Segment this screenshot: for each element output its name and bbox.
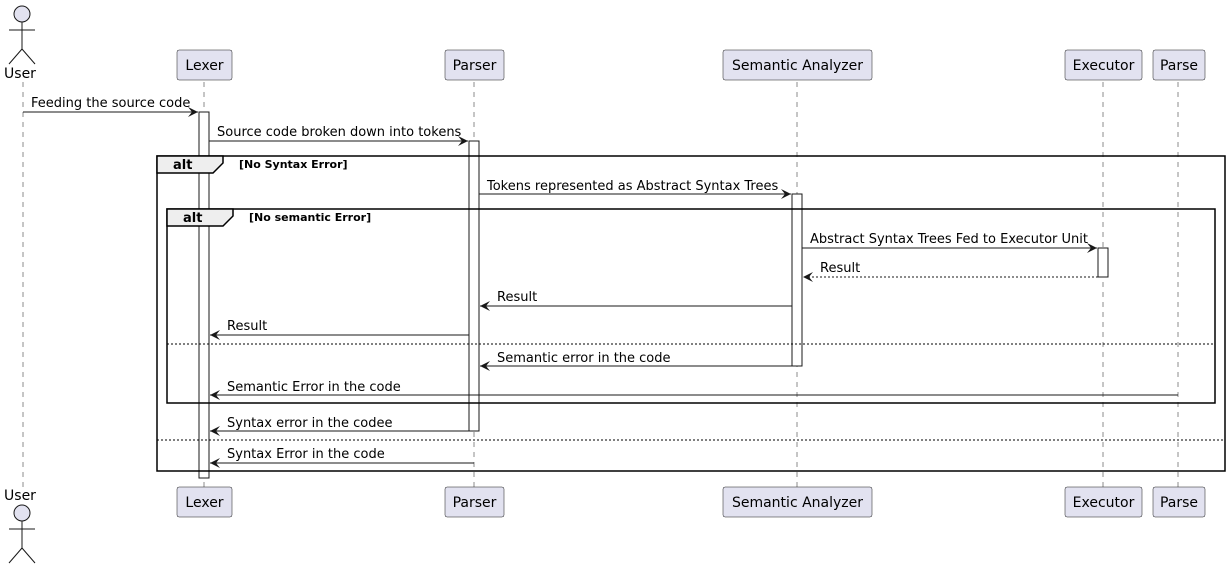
actor-user-top: User bbox=[4, 5, 36, 82]
participant-parser: Parser bbox=[444, 49, 505, 81]
participant-label: Parser bbox=[453, 58, 497, 74]
stick-figure-icon bbox=[8, 5, 36, 65]
message-labels: Feeding the source code Source code brok… bbox=[31, 96, 1088, 462]
fragment-guard: [No Syntax Error] bbox=[239, 158, 348, 171]
participant-semantic-analyzer: Semantic Analyzer bbox=[722, 49, 873, 81]
participant-label: Semantic Analyzer bbox=[732, 495, 863, 511]
message-label: Semantic Error in the code bbox=[227, 380, 401, 395]
actor-label: User bbox=[4, 66, 36, 82]
stick-figure-icon bbox=[8, 504, 36, 564]
fragment-alt-inner: alt [No semantic Error] bbox=[166, 208, 1216, 404]
message-label: Syntax error in the codee bbox=[227, 416, 392, 431]
participant-label: Semantic Analyzer bbox=[732, 58, 863, 74]
participant-label: Lexer bbox=[185, 58, 223, 74]
participant-label: Parse bbox=[1160, 58, 1198, 74]
activation-executor bbox=[1097, 247, 1109, 278]
activation-lexer bbox=[198, 111, 210, 479]
participant-label: Parser bbox=[453, 495, 497, 511]
actor-label: User bbox=[4, 488, 36, 504]
participant-label: Parse bbox=[1160, 495, 1198, 511]
participant-label: Executor bbox=[1073, 58, 1135, 74]
activation-parser bbox=[468, 140, 480, 432]
participants-bottom: Lexer Parser Semantic Analyzer Executor … bbox=[176, 486, 1206, 518]
message-label: Source code broken down into tokens bbox=[217, 125, 462, 140]
activation-semantic-analyzer bbox=[791, 193, 803, 367]
message-label: Result bbox=[497, 290, 537, 305]
message-label: Result bbox=[227, 319, 267, 334]
participant-parse: Parse bbox=[1152, 49, 1206, 81]
lifelines bbox=[22, 82, 1179, 487]
participant-executor: Executor bbox=[1064, 486, 1143, 518]
actor-user-bottom: User bbox=[4, 488, 36, 564]
participant-parser: Parser bbox=[444, 486, 505, 518]
message-label: Abstract Syntax Trees Fed to Executor Un… bbox=[810, 232, 1088, 247]
activations bbox=[198, 111, 1109, 479]
participant-parse: Parse bbox=[1152, 486, 1206, 518]
participant-lexer: Lexer bbox=[176, 49, 233, 81]
message-label: Feeding the source code bbox=[31, 96, 190, 111]
participants-top: Lexer Parser Semantic Analyzer Executor … bbox=[176, 49, 1206, 81]
fragment-keyword: alt bbox=[173, 158, 192, 173]
fragment-keyword: alt bbox=[183, 211, 202, 226]
messages bbox=[23, 107, 1178, 468]
participant-lexer: Lexer bbox=[176, 486, 233, 518]
participant-semantic-analyzer: Semantic Analyzer bbox=[722, 486, 873, 518]
fragment-alt-outer: alt [No Syntax Error] bbox=[156, 155, 1226, 472]
participant-executor: Executor bbox=[1064, 49, 1143, 81]
fragment-guard: [No semantic Error] bbox=[249, 211, 371, 224]
participant-label: Executor bbox=[1073, 495, 1135, 511]
participant-label: Lexer bbox=[185, 495, 223, 511]
message-label: Result bbox=[820, 261, 860, 276]
message-label: Syntax Error in the code bbox=[227, 447, 385, 462]
message-label: Tokens represented as Abstract Syntax Tr… bbox=[486, 179, 778, 194]
message-label: Semantic error in the code bbox=[497, 351, 671, 366]
